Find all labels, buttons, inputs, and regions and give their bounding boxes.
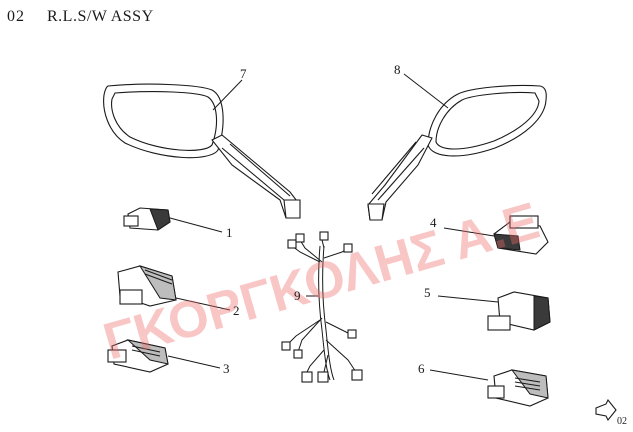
assembly-title: R.L.S/W ASSY [47, 8, 154, 25]
callout-1: 1 [226, 225, 233, 240]
switch-part-1 [123, 207, 171, 231]
page-ref-number: 02 [617, 416, 627, 427]
callout-3: 3 [223, 361, 230, 376]
switch-part-3 [107, 339, 169, 373]
switch-part-6 [487, 369, 549, 407]
callout-7: 7 [240, 66, 247, 81]
wire-harness [281, 231, 363, 383]
section-number: 02 [7, 8, 25, 25]
leader-lines [167, 73, 499, 381]
callout-6: 6 [418, 361, 425, 376]
arrow-right-icon [595, 398, 617, 422]
callout-4: 4 [430, 215, 437, 230]
switch-part-5 [487, 291, 551, 331]
switch-part-2 [117, 265, 177, 307]
callout-2: 2 [233, 303, 240, 318]
callout-5: 5 [424, 285, 431, 300]
page-reference: 02 [595, 398, 627, 427]
right-mirror [367, 84, 547, 221]
callout-8: 8 [394, 62, 401, 77]
left-mirror [103, 83, 301, 219]
switch-part-4 [493, 215, 549, 255]
callout-9: 9 [294, 288, 301, 303]
